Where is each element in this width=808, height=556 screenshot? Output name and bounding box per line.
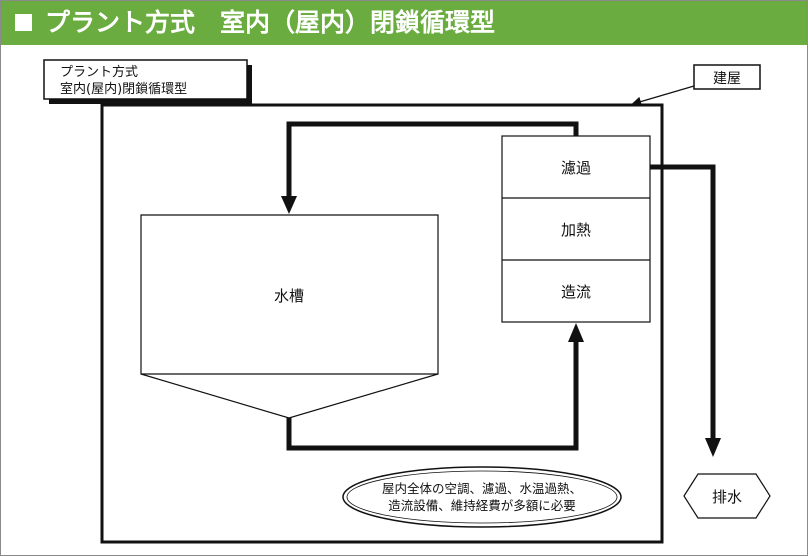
cost-note: 屋内全体の空調、濾過、水温過熱、 造流設備、維持経費が多額に必要: [342, 466, 622, 528]
building-label: 建屋: [713, 71, 741, 87]
return-flow-arrow: [281, 121, 579, 214]
building-callout: 建屋: [631, 64, 761, 107]
diagram-label-line2: 室内(屋内)閉鎖循環型: [60, 81, 187, 97]
title-bar: プラント方式 室内（屋内）閉鎖循環型: [1, 1, 807, 45]
cost-note-line1: 屋内全体の空調、濾過、水温過熱、: [382, 481, 582, 496]
process-step-heating: 加熱: [561, 221, 591, 239]
process-step-current: 造流: [561, 283, 591, 301]
tank-label: 水槽: [274, 287, 304, 305]
process-step-filtration: 濾過: [561, 159, 591, 177]
water-tank: 水槽: [140, 214, 439, 419]
drain-label: 排水: [712, 488, 742, 506]
diagram-label-box: プラント方式 室内(屋内)閉鎖循環型: [43, 59, 252, 104]
page-title: プラント方式 室内（屋内）閉鎖循環型: [45, 8, 496, 37]
building-outline: [100, 103, 664, 544]
drain-flow-arrow: [650, 164, 721, 457]
title-bullet-icon: [15, 14, 32, 31]
diagram-label-line1: プラント方式: [60, 64, 138, 80]
supply-flow-arrow: [286, 323, 584, 451]
drain-node: 排水: [683, 473, 771, 519]
cost-note-line2: 造流設備、維持経費が多額に必要: [388, 498, 576, 513]
process-unit: 濾過 加熱 造流: [501, 135, 651, 323]
